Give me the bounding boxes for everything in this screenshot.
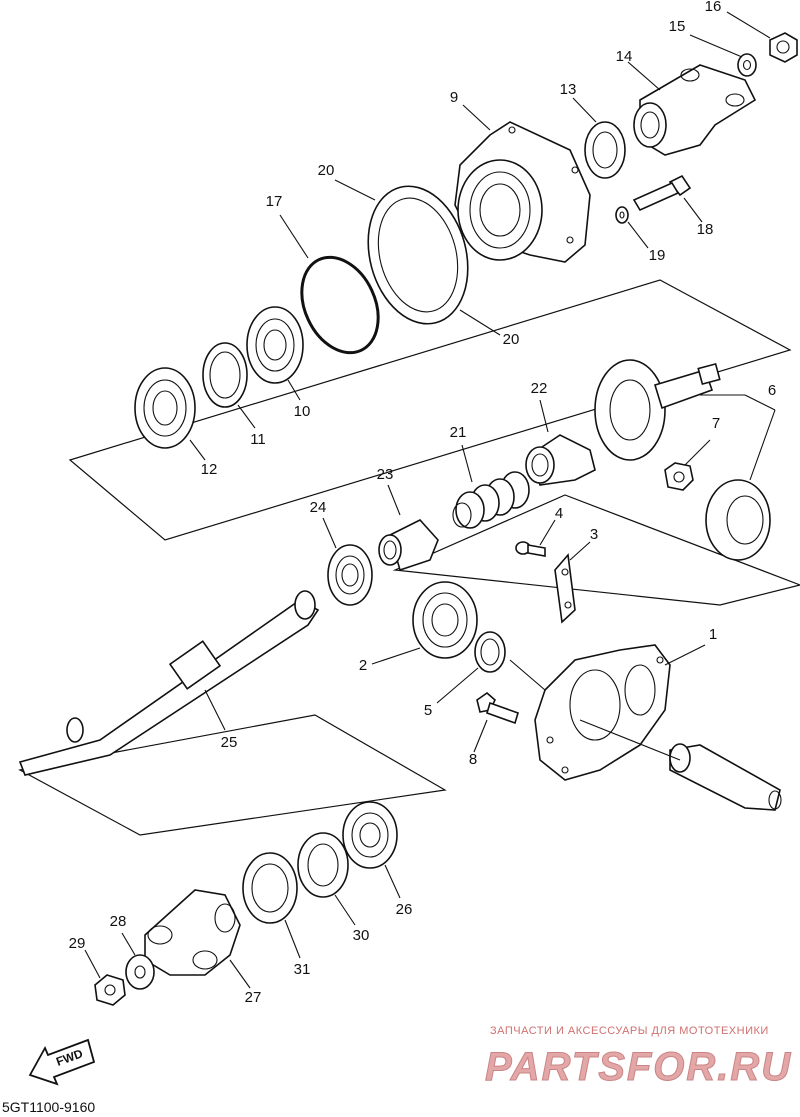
callout-16: 16 [705, 0, 722, 15]
callout-24: 24 [310, 499, 327, 516]
callout-9: 9 [450, 89, 458, 106]
callout-5: 5 [424, 702, 432, 719]
callout-7: 7 [712, 415, 720, 432]
callout-26: 26 [396, 901, 413, 918]
shim-5[interactable] [474, 631, 506, 673]
yoke-27[interactable] [144, 889, 241, 976]
callout-15: 15 [669, 18, 686, 35]
nut-7[interactable] [664, 462, 694, 491]
watermark-tagline: ЗАПЧАСТИ И АКСЕССУАРЫ ДЛЯ МОТОТЕХНИКИ [490, 1025, 769, 1037]
housing-1[interactable] [534, 644, 671, 781]
lower-shaft-group-box [18, 714, 447, 836]
callout-6: 6 [768, 382, 776, 399]
washer-19[interactable] [615, 206, 629, 224]
callout-29: 29 [69, 935, 86, 952]
callout-22: 22 [531, 380, 548, 397]
bearing-housing-9[interactable] [454, 121, 591, 263]
screw-4[interactable] [515, 541, 546, 557]
nut-29[interactable] [94, 974, 126, 1006]
oil-seal-31[interactable] [242, 852, 298, 924]
fwd-arrow-icon: FWD [28, 1038, 96, 1086]
callout-23: 23 [377, 466, 394, 483]
washer-15[interactable] [737, 53, 757, 77]
bearing-2[interactable] [412, 581, 478, 659]
cam-23[interactable] [378, 519, 439, 572]
gear-set-6[interactable] [594, 359, 771, 561]
pinion-group-box [392, 494, 800, 606]
drive-shaft-25[interactable] [18, 590, 320, 776]
plate-3[interactable] [554, 553, 576, 624]
callout-27: 27 [245, 989, 262, 1006]
callout-19: 19 [649, 247, 666, 264]
spring-21[interactable] [452, 471, 530, 529]
callout-14: 14 [616, 48, 633, 65]
needle-bearing-11[interactable] [202, 342, 248, 408]
callout-18: 18 [697, 221, 714, 238]
bearing-12[interactable] [134, 367, 196, 449]
callout-4: 4 [555, 505, 563, 522]
callout-30: 30 [353, 927, 370, 944]
callout-13: 13 [560, 81, 577, 98]
callout-20-bottom: 20 [503, 331, 520, 348]
bearing-24[interactable] [327, 544, 373, 606]
callout-12: 12 [201, 461, 218, 478]
upper-assembly-group-box [68, 279, 792, 541]
oil-seal-13[interactable] [584, 121, 626, 179]
callout-25: 25 [221, 734, 238, 751]
bearing-10[interactable] [246, 306, 304, 384]
shim-20[interactable] [354, 175, 483, 335]
callout-1: 1 [709, 626, 717, 643]
watermark-logo: PARTSFOR.RU [485, 1045, 792, 1089]
nut-16[interactable] [769, 32, 798, 63]
callout-2: 2 [359, 657, 367, 674]
yoke-14[interactable] [633, 64, 757, 156]
callout-17: 17 [266, 193, 283, 210]
o-ring-17[interactable] [287, 245, 393, 365]
callout-10: 10 [294, 403, 311, 420]
callout-8: 8 [469, 751, 477, 768]
callout-31: 31 [294, 961, 311, 978]
washer-28[interactable] [125, 954, 155, 990]
pinion-shaft-stub[interactable] [669, 743, 782, 811]
callout-21: 21 [450, 424, 467, 441]
bearing-26[interactable] [342, 801, 398, 869]
callout-28: 28 [110, 913, 127, 930]
callout-11: 11 [250, 431, 266, 448]
ring-nut-30[interactable] [297, 832, 349, 898]
diagram-code: 5GT1100-9160 [2, 1099, 95, 1115]
bolt-18[interactable] [632, 174, 692, 212]
bolt-8[interactable] [476, 691, 519, 725]
callout-3: 3 [590, 526, 598, 543]
callout-20-top: 20 [318, 162, 335, 179]
collar-22[interactable] [525, 434, 596, 486]
